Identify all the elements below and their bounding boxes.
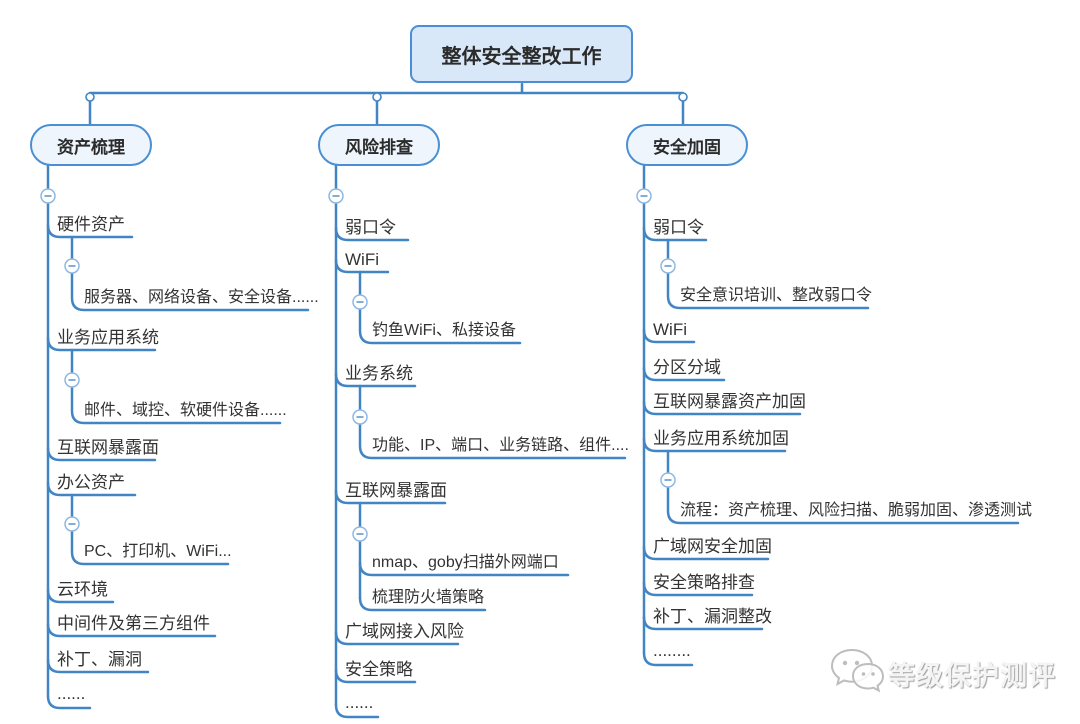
collapse-toggle-icon[interactable]	[660, 258, 676, 274]
collapse-toggle-icon[interactable]	[64, 372, 80, 388]
node-office-assets[interactable]: 办公资产	[57, 473, 125, 492]
node-wan-access-risk[interactable]: 广域网接入风险	[345, 622, 464, 641]
root-node[interactable]: 整体安全整改工作	[410, 25, 633, 83]
node-ellipsis[interactable]: ........	[653, 641, 691, 660]
node-weak-password[interactable]: 弱口令	[345, 218, 396, 237]
node-firewall-policy[interactable]: 梳理防火墙策略	[372, 589, 485, 606]
node-phishing-wifi-detail[interactable]: 钓鱼WiFi、私接设备	[372, 322, 516, 339]
junction-dot	[372, 92, 382, 102]
node-process-detail[interactable]: 流程：资产梳理、风险扫描、脆弱加固、渗透测试	[680, 502, 1033, 519]
node-weak-password-fix[interactable]: 弱口令	[653, 218, 704, 237]
node-security-policy[interactable]: 安全策略	[345, 660, 413, 679]
branch-security-hardening[interactable]: 安全加固	[626, 124, 748, 166]
collapse-toggle-icon[interactable]	[328, 188, 344, 204]
collapse-toggle-icon[interactable]	[40, 188, 56, 204]
node-ellipsis[interactable]: ......	[57, 684, 86, 703]
node-internet-exposure-risk[interactable]: 互联网暴露面	[345, 481, 447, 500]
node-policy-review[interactable]: 安全策略排查	[653, 573, 755, 592]
node-business-app-detail[interactable]: 邮件、域控、软硬件设备......	[84, 402, 287, 419]
wechat-icon	[830, 648, 885, 693]
node-cloud-environment[interactable]: 云环境	[57, 580, 108, 599]
watermark-text: 等级保护测评	[888, 661, 1056, 691]
collapse-toggle-icon[interactable]	[352, 409, 368, 425]
node-nmap-goby-scan[interactable]: nmap、goby扫描外网端口	[372, 554, 559, 571]
branch-drop-line	[88, 99, 685, 126]
node-internet-exposure[interactable]: 互联网暴露面	[57, 438, 159, 457]
node-wifi-hardening[interactable]: WiFi	[653, 320, 687, 339]
watermark: 等级保护测评	[828, 644, 1072, 706]
collapse-toggle-icon[interactable]	[636, 188, 652, 204]
node-hardware-assets[interactable]: 硬件资产	[57, 215, 125, 234]
collapse-toggle-icon[interactable]	[660, 472, 676, 488]
branch-risk-check[interactable]: 风险排查	[318, 124, 440, 166]
node-middleware-thirdparty[interactable]: 中间件及第三方组件	[57, 614, 210, 633]
collapse-toggle-icon[interactable]	[352, 526, 368, 542]
node-business-systems-detail[interactable]: 功能、IP、端口、业务链路、组件....	[372, 437, 629, 454]
junction-dot	[678, 92, 688, 102]
collapse-toggle-icon[interactable]	[64, 258, 80, 274]
node-ellipsis[interactable]: ......	[345, 693, 374, 712]
node-hardware-detail[interactable]: 服务器、网络设备、安全设备......	[84, 289, 319, 306]
collapse-toggle-icon[interactable]	[64, 516, 80, 532]
node-zoning[interactable]: 分区分域	[653, 358, 721, 377]
node-patch-vuln-fix[interactable]: 补丁、漏洞整改	[653, 607, 772, 626]
junction-dot	[85, 92, 95, 102]
node-office-detail[interactable]: PC、打印机、WiFi...	[84, 543, 232, 560]
node-internet-asset-hardening[interactable]: 互联网暴露资产加固	[653, 392, 806, 411]
node-business-app-systems[interactable]: 业务应用系统	[57, 328, 159, 347]
root-connector	[88, 82, 685, 95]
node-business-systems[interactable]: 业务系统	[345, 364, 413, 383]
node-patch-vuln[interactable]: 补丁、漏洞	[57, 650, 142, 669]
node-app-system-hardening[interactable]: 业务应用系统加固	[653, 429, 789, 448]
node-wan-hardening[interactable]: 广域网安全加固	[653, 537, 772, 556]
branch-asset-inventory[interactable]: 资产梳理	[30, 124, 152, 166]
node-training-detail[interactable]: 安全意识培训、整改弱口令	[680, 287, 873, 304]
collapse-toggle-icon[interactable]	[352, 294, 368, 310]
node-wifi[interactable]: WiFi	[345, 250, 379, 269]
